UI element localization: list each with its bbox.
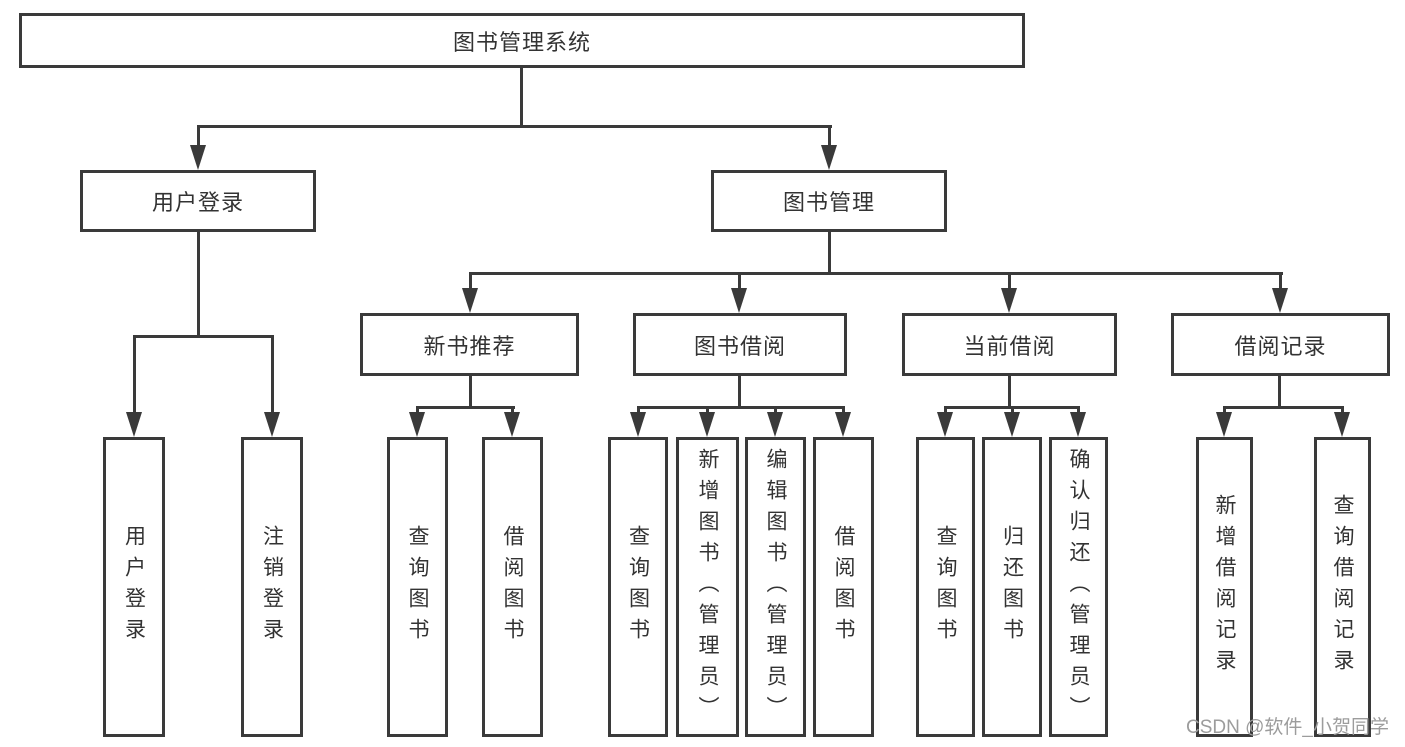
node-new-book-recommendation: 新书推荐 [360, 313, 579, 376]
connector-line [469, 272, 472, 292]
arrow-down-icon [731, 288, 747, 313]
connector-line [197, 125, 200, 148]
connector-line [738, 374, 741, 409]
arrow-down-icon [937, 412, 953, 437]
csdn-watermark: CSDN @软件_小贺同学 [1186, 717, 1389, 738]
connector-line [944, 406, 947, 414]
leaf-current-query-books-label: 查询图书 [934, 525, 957, 649]
leaf-current-confirm-return-admin: 确认归还（管理员） [1049, 437, 1108, 737]
leaf-records-query-record-label: 查询借阅记录 [1331, 494, 1354, 680]
connector-line [271, 335, 274, 414]
connector-line [637, 406, 640, 414]
connector-line [842, 406, 845, 414]
leaf-borrow-query-books: 查询图书 [608, 437, 668, 737]
arrow-down-icon [1334, 412, 1350, 437]
leaf-recommend-borrow-books: 借阅图书 [482, 437, 543, 737]
connector-line [774, 406, 777, 414]
connector-line [1008, 272, 1011, 292]
connector-line [469, 272, 1283, 275]
arrow-down-icon [264, 412, 280, 437]
leaf-records-add-record: 新增借阅记录 [1196, 437, 1253, 737]
leaf-current-confirm-return-admin-label: 确认归还（管理员） [1067, 447, 1090, 727]
connector-line [511, 406, 514, 414]
connector-line [197, 125, 832, 128]
arrow-down-icon [767, 412, 783, 437]
connector-line [416, 406, 515, 409]
connector-line [706, 406, 709, 414]
arrow-down-icon [1070, 412, 1086, 437]
leaf-current-return-books-label: 归还图书 [1000, 525, 1024, 649]
leaf-borrow-borrow-books: 借阅图书 [813, 437, 874, 737]
arrow-down-icon [1004, 412, 1020, 437]
connector-line [1077, 406, 1080, 414]
connector-line [1279, 272, 1282, 292]
leaf-borrow-add-books-admin: 新增图书（管理员） [676, 437, 739, 737]
leaf-records-query-record: 查询借阅记录 [1314, 437, 1371, 737]
leaf-records-add-record-label: 新增借阅记录 [1213, 494, 1236, 680]
arrow-down-icon [1272, 288, 1288, 313]
connector-line [133, 335, 274, 338]
connector-line [828, 125, 831, 148]
leaf-user-login: 用户登录 [103, 437, 165, 737]
leaf-recommend-borrow-books-label: 借阅图书 [501, 525, 524, 649]
leaf-logout: 注销登录 [241, 437, 303, 737]
leaf-recommend-query-books-label: 查询图书 [406, 525, 429, 649]
connector-line [637, 406, 845, 409]
connector-line [1223, 406, 1226, 414]
leaf-current-query-books: 查询图书 [916, 437, 975, 737]
connector-line [1223, 406, 1344, 409]
node-current-borrowing: 当前借阅 [902, 313, 1117, 376]
node-book-borrowing: 图书借阅 [633, 313, 847, 376]
leaf-logout-label: 注销登录 [260, 525, 284, 649]
connector-line [1341, 406, 1344, 414]
node-user-login: 用户登录 [80, 170, 316, 232]
arrow-down-icon [821, 145, 837, 170]
connector-line [416, 406, 419, 414]
arrow-down-icon [409, 412, 425, 437]
connector-line [520, 68, 523, 127]
arrow-down-icon [126, 412, 142, 437]
leaf-recommend-query-books: 查询图书 [387, 437, 448, 737]
arrow-down-icon [190, 145, 206, 170]
connector-line [738, 272, 741, 292]
arrow-down-icon [835, 412, 851, 437]
leaf-borrow-borrow-books-label: 借阅图书 [832, 525, 855, 649]
leaf-borrow-add-books-admin-label: 新增图书（管理员） [696, 447, 719, 727]
connector-line [197, 231, 200, 338]
leaf-borrow-edit-books-admin: 编辑图书（管理员） [745, 437, 806, 737]
arrow-down-icon [699, 412, 715, 437]
arrow-down-icon [1216, 412, 1232, 437]
arrow-down-icon [504, 412, 520, 437]
node-library-management-system: 图书管理系统 [19, 13, 1025, 68]
connector-line [469, 374, 472, 409]
connector-line [1278, 374, 1281, 409]
leaf-current-return-books: 归还图书 [982, 437, 1042, 737]
node-borrowing-records: 借阅记录 [1171, 313, 1390, 376]
connector-line [133, 335, 136, 414]
arrow-down-icon [630, 412, 646, 437]
connector-line [1011, 406, 1014, 414]
arrow-down-icon [1001, 288, 1017, 313]
leaf-borrow-edit-books-admin-label: 编辑图书（管理员） [764, 447, 787, 727]
connector-line [828, 231, 831, 275]
leaf-borrow-query-books-label: 查询图书 [626, 525, 650, 649]
node-book-management: 图书管理 [711, 170, 947, 232]
connector-line [1008, 374, 1011, 409]
leaf-user-login-label: 用户登录 [122, 525, 146, 649]
arrow-down-icon [462, 288, 478, 313]
